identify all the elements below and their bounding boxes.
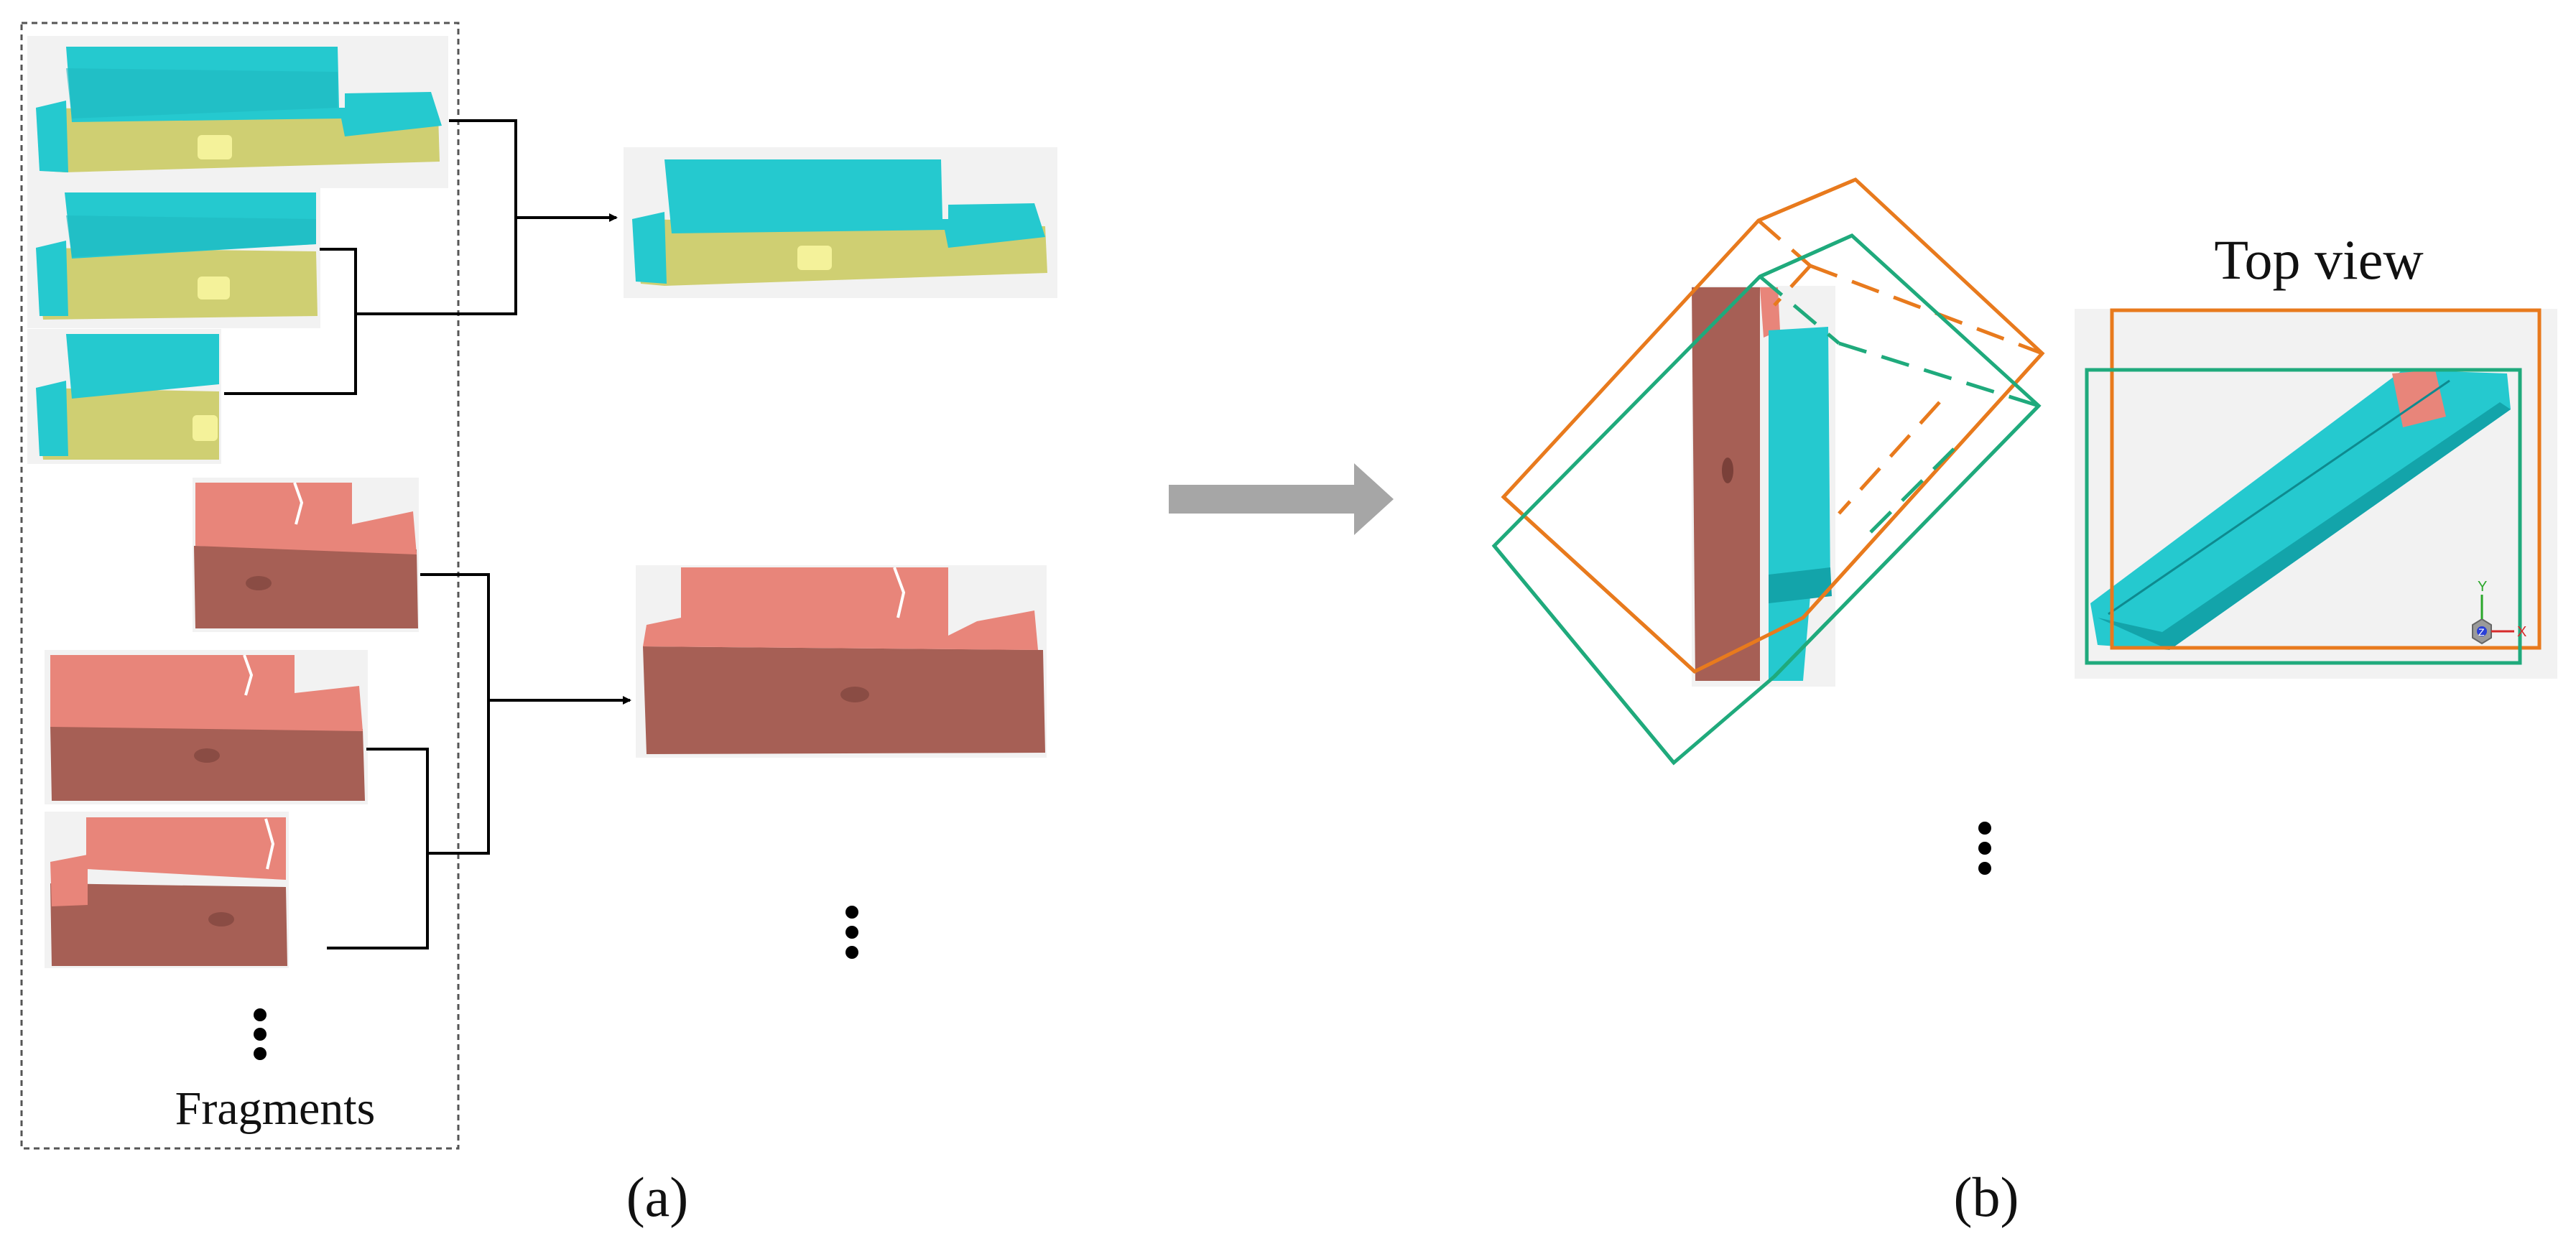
fragment-salmon-1 (193, 478, 419, 632)
fragment-cyan-3 (27, 329, 221, 464)
connector-salmon-group (327, 573, 631, 949)
results-ellipsis (845, 906, 858, 959)
panel-a-label: (a) (626, 1166, 689, 1228)
green-bounding-box-top (2085, 368, 2522, 665)
panel-a: Fragments (20, 22, 1057, 1228)
top-view-label: Top view (2214, 228, 2423, 291)
orange-bounding-box-top (2110, 308, 2542, 650)
panel-b: Top view Y X Z (1491, 177, 2557, 1228)
connector-cyan-group (224, 119, 618, 395)
fragments-ellipsis (254, 1008, 267, 1060)
panel-b-ellipsis (1978, 822, 1991, 875)
fragment-salmon-3 (45, 812, 289, 968)
fragment-salmon-2 (45, 650, 368, 804)
axis-y-label: Y (2478, 579, 2487, 595)
merged-salmon-result (636, 565, 1047, 758)
fragment-cyan-2 (27, 188, 320, 328)
green-bounding-box-3d (1491, 233, 2042, 766)
panel-b-label: (b) (1954, 1166, 2019, 1228)
orange-bounding-box-3d (1501, 177, 2045, 674)
top-view-panel: Y X Z (2075, 308, 2557, 679)
oblique-3d-view (1491, 177, 2045, 766)
transition-arrow (1169, 463, 1394, 535)
axis-x-label: X (2517, 624, 2526, 640)
axis-z-label: Z (2478, 626, 2485, 638)
merged-cyan-result (624, 147, 1057, 298)
fragments-dashed-box (20, 22, 460, 1150)
fragments-label: Fragments (175, 1082, 376, 1135)
axis-gizmo-icon: Y X Z (2472, 579, 2526, 645)
fragment-cyan-1 (27, 36, 448, 188)
